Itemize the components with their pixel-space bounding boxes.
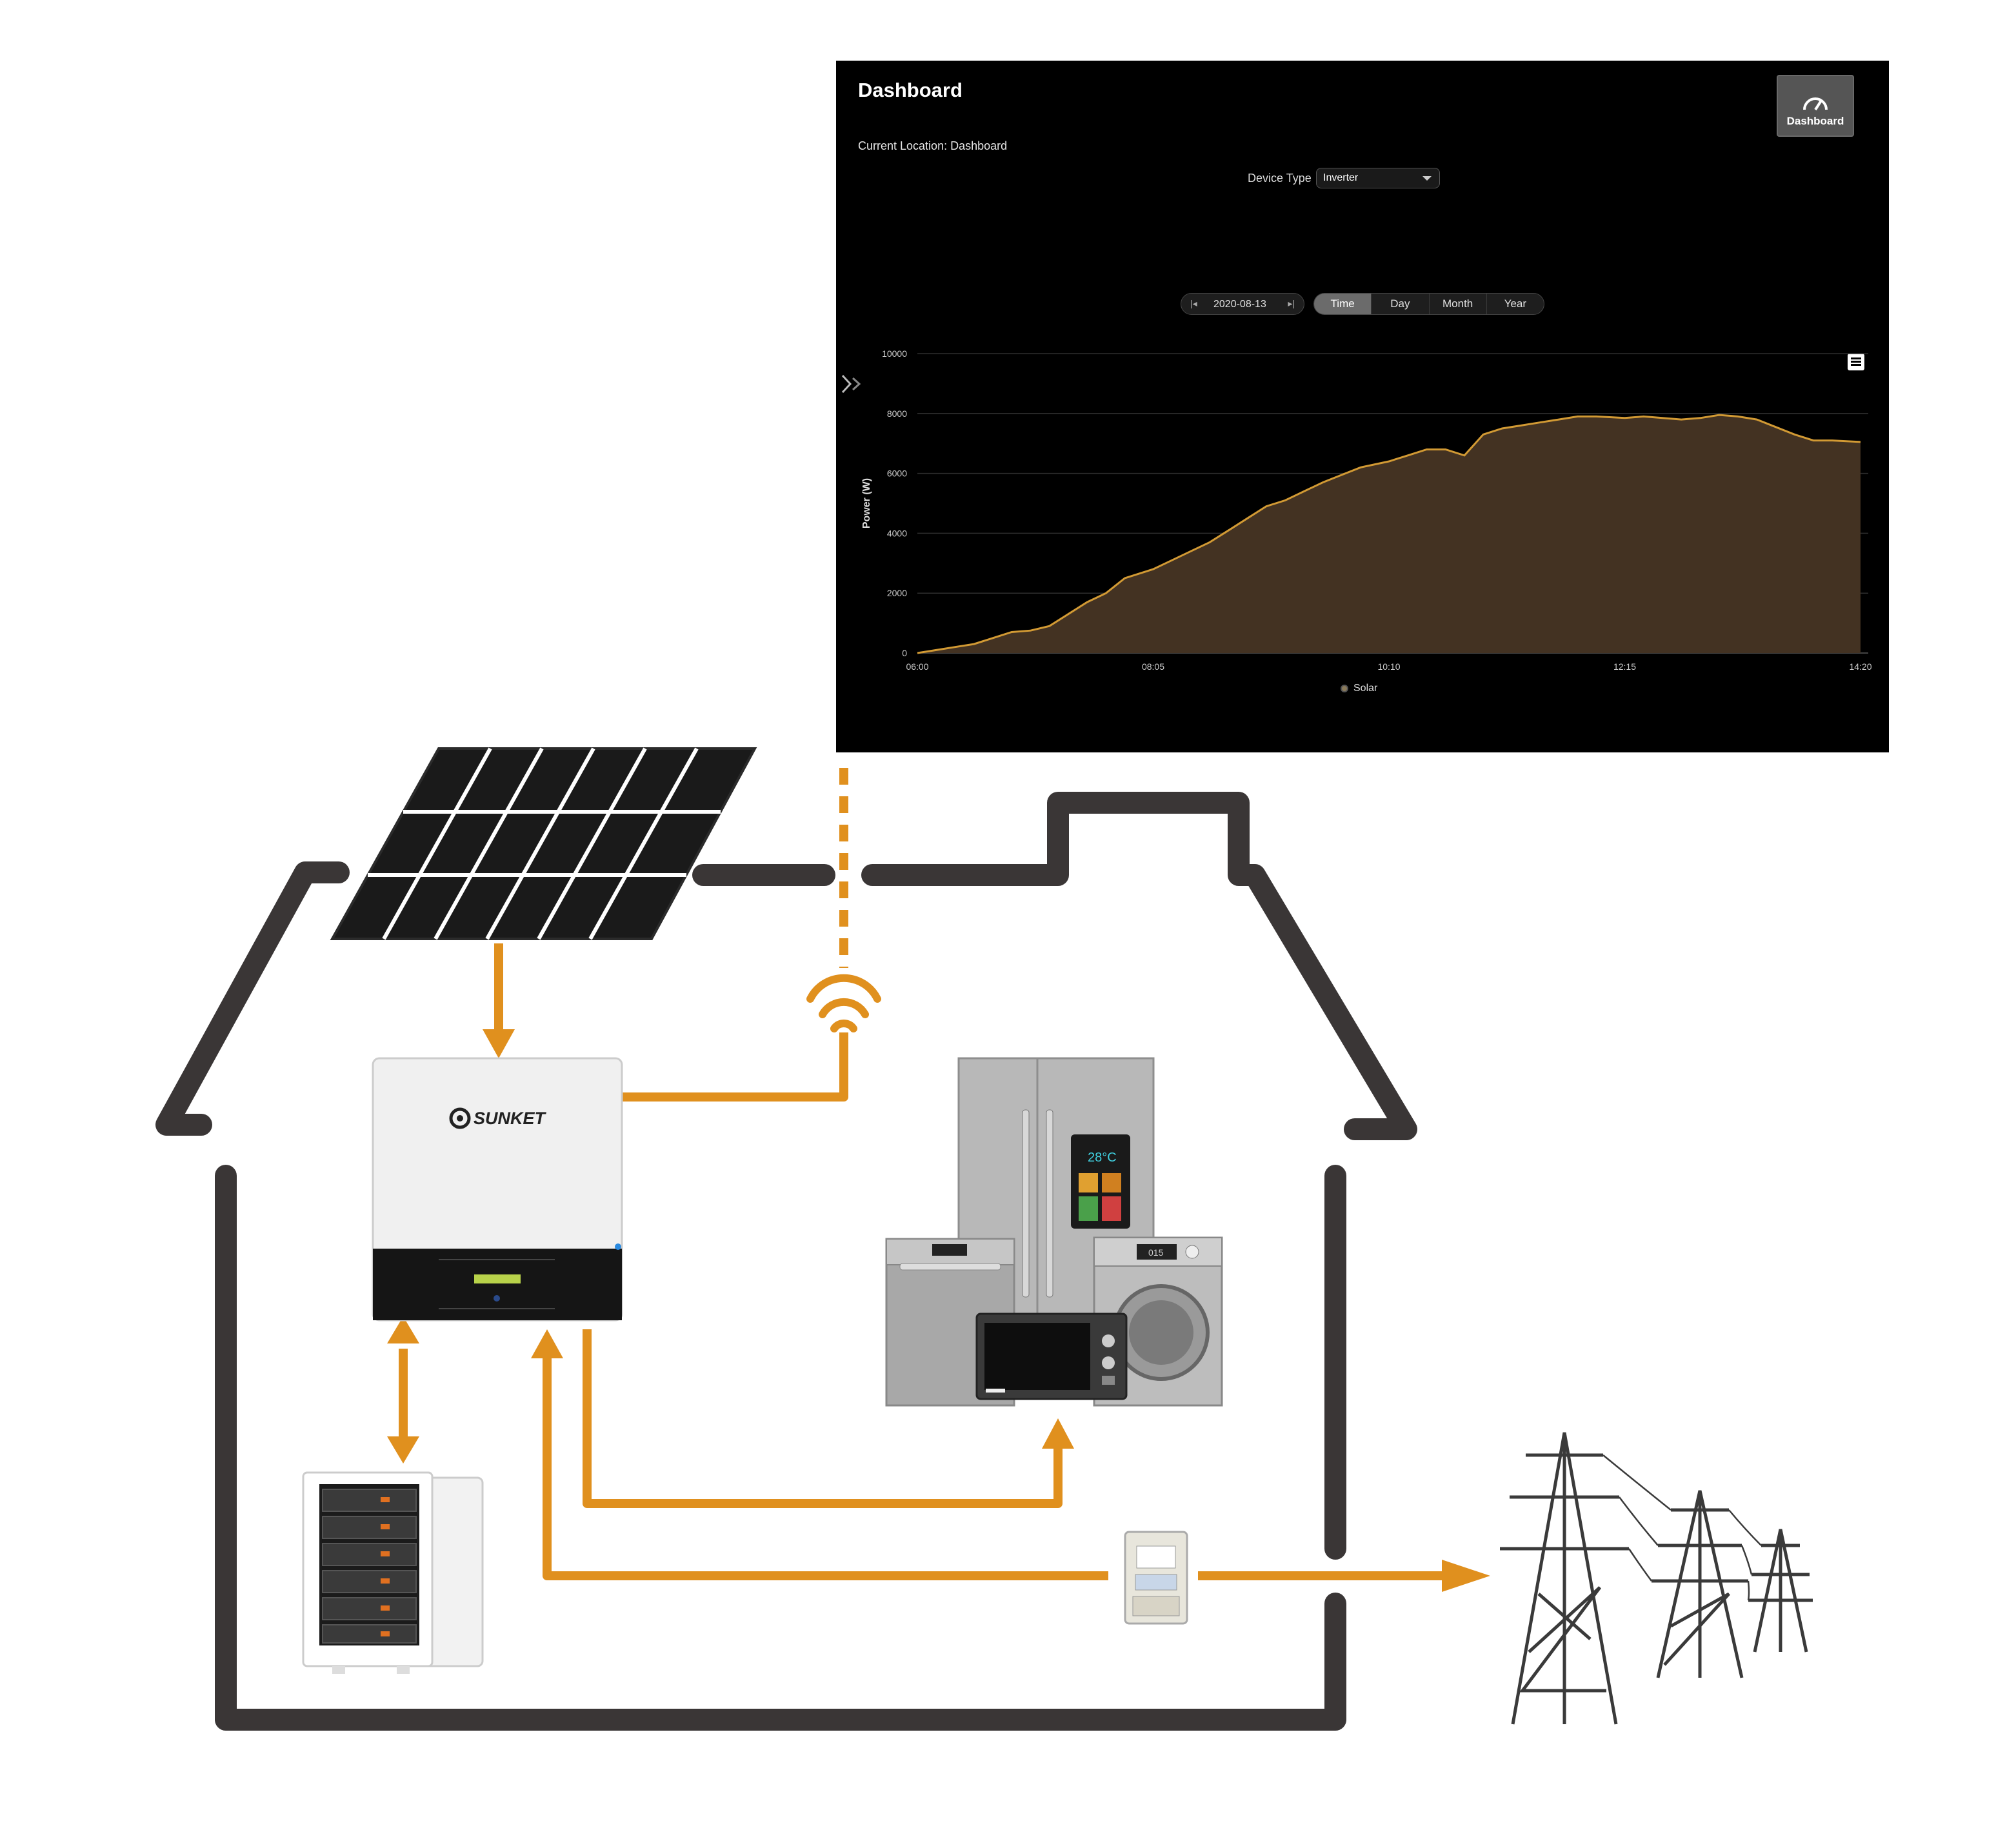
tab-month[interactable]: Month — [1430, 294, 1487, 314]
tab-time[interactable]: Time — [1314, 294, 1372, 314]
next-date-icon[interactable]: ▸| — [1288, 298, 1295, 308]
device-type-label: Device Type — [1248, 172, 1312, 185]
chevron-down-icon — [1422, 176, 1432, 181]
y-tick-label: 0 — [902, 648, 907, 658]
breadcrumb: Current Location: Dashboard — [858, 139, 1008, 152]
y-tick-label: 10000 — [882, 348, 907, 359]
dashboard-nav-button[interactable]: Dashboard — [1777, 75, 1854, 137]
tab-year[interactable]: Year — [1504, 297, 1527, 310]
y-tick-label: 8000 — [887, 408, 907, 419]
inverter-brand: SUNKET — [474, 1109, 547, 1128]
y-tick-label: 6000 — [887, 468, 907, 479]
solar-area — [917, 415, 1861, 653]
prev-date-icon[interactable]: |◂ — [1190, 298, 1197, 308]
chart-legend[interactable]: Solar — [1341, 683, 1377, 694]
device-type-value: Inverter — [1323, 172, 1359, 183]
x-tick-label: 10:10 — [1377, 661, 1400, 672]
solar-panel — [330, 747, 757, 940]
x-tick-label: 06:00 — [906, 661, 928, 672]
date-value: 2020-08-13 — [1213, 299, 1266, 310]
washer-display: 015 — [1148, 1247, 1164, 1258]
flow-arrowheads — [387, 1029, 1490, 1592]
solar-line — [917, 414, 1861, 654]
electric-meter — [1124, 1531, 1188, 1625]
tab-day[interactable]: Day — [1372, 294, 1430, 314]
period-tabs: Time Day Month Year — [1313, 293, 1544, 315]
energy-flows — [399, 768, 1445, 1580]
monitoring-dashboard: Dashboard Current Location: Dashboard Da… — [836, 61, 1889, 752]
gauge-icon — [1803, 97, 1828, 111]
date-picker[interactable]: |◂ 2020-08-13 ▸| — [1181, 293, 1304, 315]
chart-menu-icon[interactable] — [1848, 354, 1864, 370]
device-type-select[interactable]: Inverter — [1316, 168, 1440, 188]
legend-solar: Solar — [1353, 683, 1378, 694]
x-tick-label: 14:20 — [1849, 661, 1871, 672]
expand-sidebar-icon[interactable] — [839, 373, 867, 395]
y-tick-label: 2000 — [887, 588, 907, 598]
house-outline — [155, 792, 1417, 1731]
y-tick-label: 4000 — [887, 528, 907, 538]
fridge-temperature: 28°C — [1088, 1151, 1117, 1165]
x-tick-label: 12:15 — [1613, 661, 1636, 672]
sunket-logo-icon — [449, 1107, 471, 1129]
inverter: SUNKET — [372, 1057, 623, 1322]
wifi-icon — [806, 974, 881, 1032]
legend-marker-icon — [1341, 685, 1348, 692]
x-tick-label: 08:05 — [1142, 661, 1164, 672]
power-grid-towers — [1500, 1432, 1813, 1725]
dashboard-title: Dashboard — [858, 79, 963, 101]
battery-rack — [302, 1471, 484, 1674]
home-appliances: 28°C 015 — [885, 1057, 1223, 1407]
power-chart: 0 2000 4000 6000 8000 10000 06:00 08:05 10:10 12… — [861, 348, 1872, 672]
dashboard-nav-label: Dashboard — [1786, 115, 1844, 127]
y-axis-label: Power (W) — [861, 478, 872, 528]
